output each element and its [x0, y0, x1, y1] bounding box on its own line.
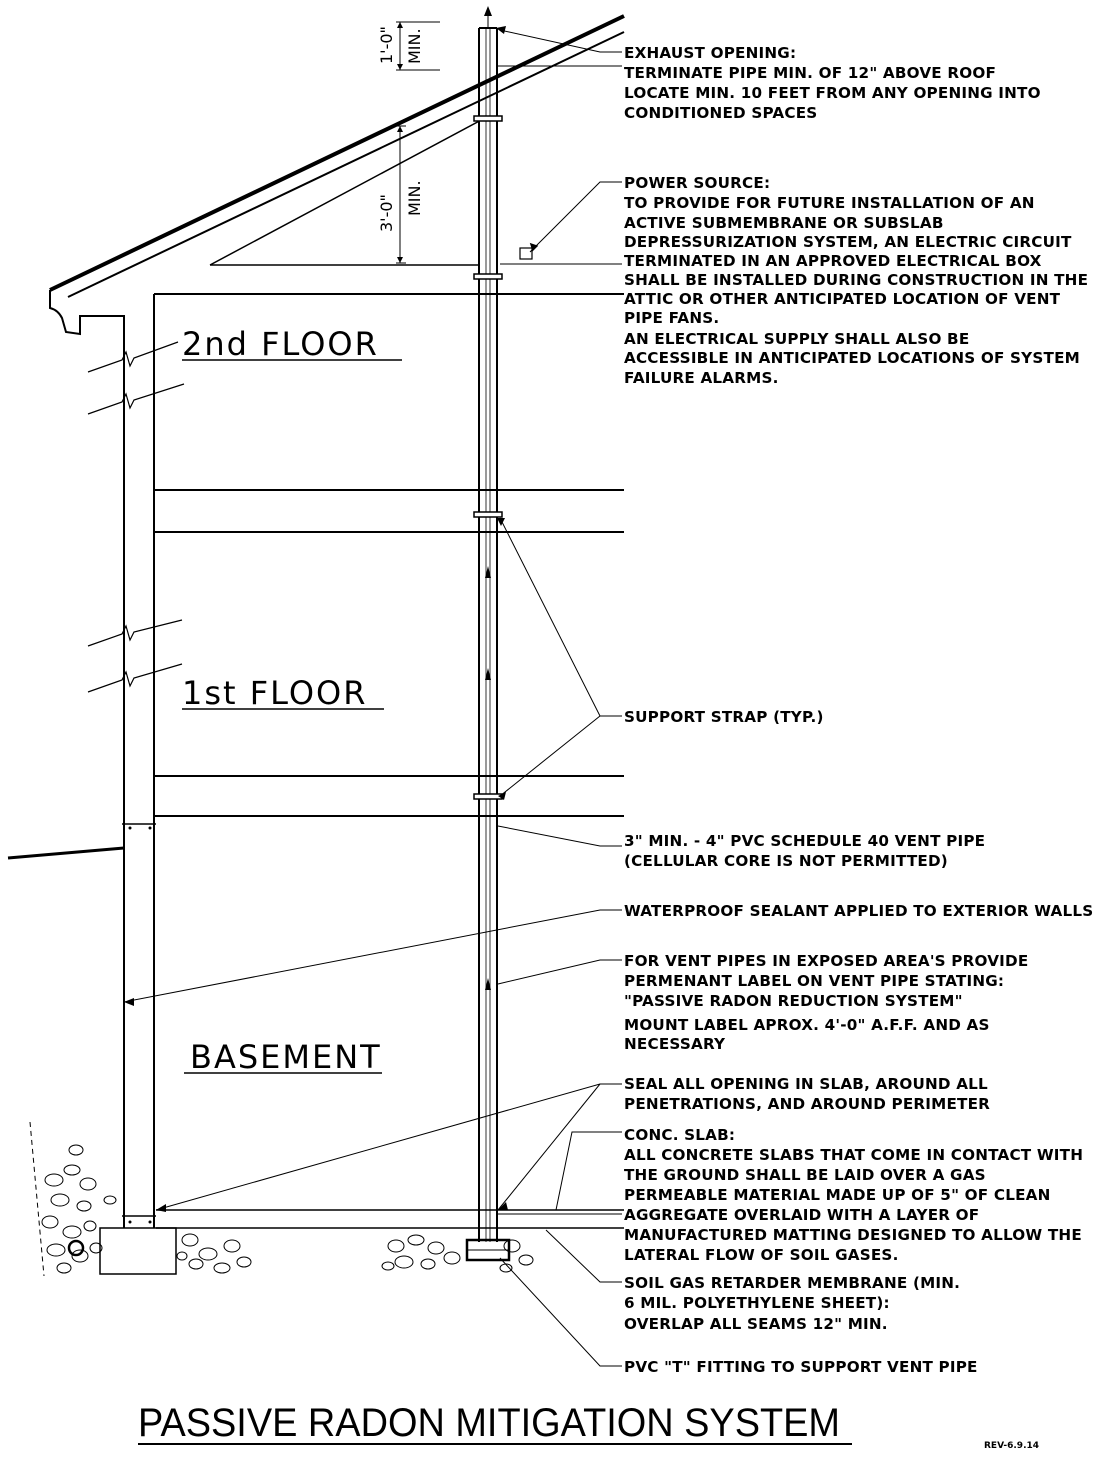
note-line: MANUFACTURED MATTING DESIGNED TO ALLOW T… — [624, 1226, 1082, 1244]
note-line: FAILURE ALARMS. — [624, 369, 779, 387]
note-concrete-slab: CONC. SLAB: ALL CONCRETE SLABS THAT COME… — [624, 1126, 1083, 1264]
note-seal-openings: SEAL ALL OPENING IN SLAB, AROUND ALL PEN… — [624, 1075, 990, 1113]
note-line: OVERLAP ALL SEAMS 12" MIN. — [624, 1315, 888, 1333]
dim-exhaust-min: MIN. — [405, 28, 424, 64]
drain-pipe — [67, 1239, 85, 1257]
note-line: ATTIC OR OTHER ANTICIPATED LOCATION OF V… — [624, 290, 1061, 308]
dim-roof-clearance: 3'-0" — [377, 194, 396, 232]
note-line: (CELLULAR CORE IS NOT PERMITTED) — [624, 852, 948, 870]
dim-roof-min: MIN. — [405, 180, 424, 216]
note-line: CONDITIONED SPACES — [624, 104, 817, 122]
note-line: FOR VENT PIPES IN EXPOSED AREA'S PROVIDE — [624, 952, 1028, 970]
vent-pipe — [465, 6, 533, 1262]
note-line: SOIL GAS RETARDER MEMBRANE (MIN. — [624, 1274, 960, 1292]
note-line: PENETRATIONS, AND AROUND PERIMETER — [624, 1095, 990, 1113]
note-line: TERMINATE PIPE MIN. OF 12" ABOVE ROOF — [624, 64, 996, 82]
note-line: ALL CONCRETE SLABS THAT COME IN CONTACT … — [624, 1146, 1083, 1164]
note-line: TO PROVIDE FOR FUTURE INSTALLATION OF AN — [624, 194, 1035, 212]
electrical-box — [519, 247, 533, 260]
note-line: SHALL BE INSTALLED DURING CONSTRUCTION I… — [624, 271, 1088, 289]
note-line: PERMENANT LABEL ON VENT PIPE STATING: — [624, 972, 1004, 990]
note-pvc-fitting: PVC "T" FITTING TO SUPPORT VENT PIPE — [624, 1358, 978, 1376]
note-vent-pipe: 3" MIN. - 4" PVC SCHEDULE 40 VENT PIPE (… — [624, 832, 985, 870]
floor-label-second: 2nd FLOOR — [182, 325, 379, 363]
note-line: CONC. SLAB: — [624, 1126, 735, 1144]
revision-label: REV-6.9.14 — [984, 1441, 1039, 1451]
note-line: "PASSIVE RADON REDUCTION SYSTEM" — [624, 992, 963, 1010]
note-pipe-label: FOR VENT PIPES IN EXPOSED AREA'S PROVIDE… — [624, 952, 1028, 1053]
roof — [49, 14, 625, 336]
floor-label-first: 1st FLOOR — [182, 674, 367, 712]
leader-lines — [123, 29, 622, 1367]
note-line: DEPRESSURIZATION SYSTEM, AN ELECTRIC CIR… — [624, 233, 1072, 251]
note-line: ACTIVE SUBMEMBRANE OR SUBSLAB — [624, 214, 944, 232]
dimension-lines — [396, 21, 440, 264]
floor-label-basement: BASEMENT — [190, 1038, 382, 1076]
note-membrane: SOIL GAS RETARDER MEMBRANE (MIN. 6 MIL. … — [624, 1274, 960, 1333]
note-line: LATERAL FLOW OF SOIL GASES. — [624, 1246, 899, 1264]
note-support-strap: SUPPORT STRAP (TYP.) — [624, 708, 824, 726]
diagram-title: PASSIVE RADON MITIGATION SYSTEM — [138, 1401, 840, 1445]
note-line: PERMEABLE MATERIAL MADE UP OF 5" OF CLEA… — [624, 1186, 1051, 1204]
note-line: LOCATE MIN. 10 FEET FROM ANY OPENING INT… — [624, 84, 1041, 102]
note-line: THE GROUND SHALL BE LAID OVER A GAS — [624, 1166, 986, 1184]
gravel-fill — [41, 1144, 534, 1274]
note-line: ACCESSIBLE IN ANTICIPATED LOCATIONS OF S… — [624, 349, 1080, 367]
note-line: MOUNT LABEL APROX. 4'-0" A.F.F. AND AS — [624, 1016, 990, 1034]
note-line: SEAL ALL OPENING IN SLAB, AROUND ALL — [624, 1075, 988, 1093]
note-line: TERMINATED IN AN APPROVED ELECTRICAL BOX — [624, 252, 1042, 270]
note-line: 3" MIN. - 4" PVC SCHEDULE 40 VENT PIPE — [624, 832, 985, 850]
note-line: EXHAUST OPENING: — [624, 44, 796, 62]
note-line: AGGREGATE OVERLAID WITH A LAYER OF — [624, 1206, 979, 1224]
note-line: POWER SOURCE: — [624, 174, 770, 192]
note-line: PIPE FANS. — [624, 309, 719, 327]
note-line: AN ELECTRICAL SUPPLY SHALL ALSO BE — [624, 330, 969, 348]
note-power-source: POWER SOURCE: TO PROVIDE FOR FUTURE INST… — [624, 174, 1088, 387]
floor-structure — [7, 293, 624, 1277]
note-exhaust-opening: EXHAUST OPENING: TERMINATE PIPE MIN. OF … — [624, 44, 1041, 122]
exterior-wall — [87, 294, 185, 1275]
note-line: 6 MIL. POLYETHYLENE SHEET): — [624, 1294, 890, 1312]
dim-exhaust-height: 1'-0" — [377, 26, 396, 64]
note-line: NECESSARY — [624, 1035, 726, 1053]
note-waterproof-sealant: WATERPROOF SEALANT APPLIED TO EXTERIOR W… — [624, 902, 1093, 920]
